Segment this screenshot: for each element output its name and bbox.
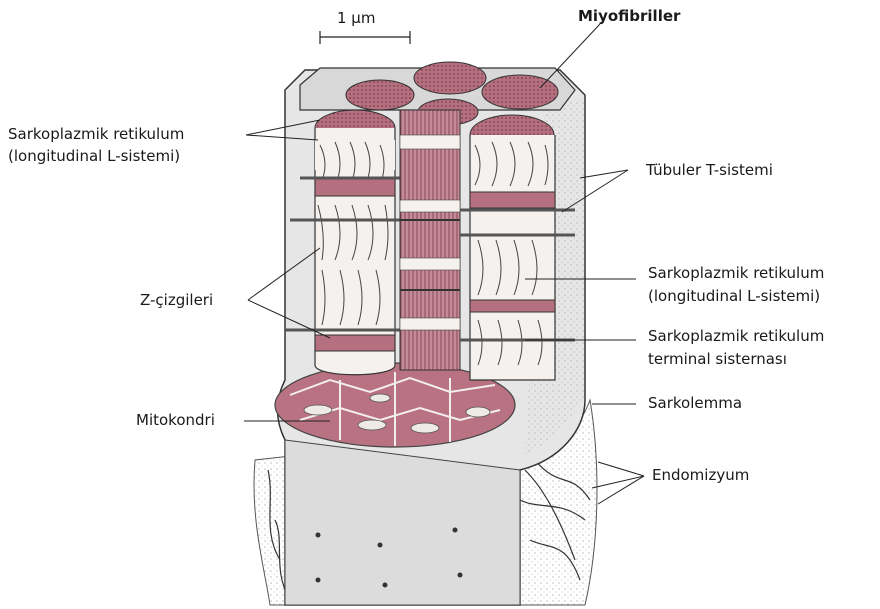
myofibril-center bbox=[400, 110, 460, 370]
label-endomizyum: Endomizyum bbox=[652, 465, 749, 486]
leader-endomizyum-b bbox=[592, 476, 644, 488]
label-sr-terminal-line2: terminal sisternası bbox=[648, 349, 787, 370]
label-sr-left-line1: Sarkoplazmik retikulum bbox=[8, 124, 184, 145]
label-sr-left-line2: (longitudinal L-sistemi) bbox=[8, 146, 180, 167]
leader-endomizyum-c bbox=[598, 476, 644, 504]
leader-miyofibriller bbox=[540, 24, 600, 88]
label-sr-terminal-line1: Sarkoplazmik retikulum bbox=[648, 326, 824, 347]
scale-bar-label: 1 μm bbox=[337, 8, 375, 29]
label-sr-right-line1: Sarkoplazmik retikulum bbox=[648, 263, 824, 284]
label-sarkolemma: Sarkolemma bbox=[648, 393, 742, 414]
label-sr-right-line2: (longitudinal L-sistemi) bbox=[648, 286, 820, 307]
label-z-cizgileri: Z-çizgileri bbox=[140, 290, 213, 311]
scale-bar bbox=[320, 31, 410, 44]
label-miyofibriller: Miyofibriller bbox=[578, 6, 680, 27]
leader-endomizyum-a bbox=[598, 462, 644, 476]
label-mitokondri: Mitokondri bbox=[136, 410, 215, 431]
label-tubuler: Tübuler T-sistemi bbox=[646, 160, 773, 181]
